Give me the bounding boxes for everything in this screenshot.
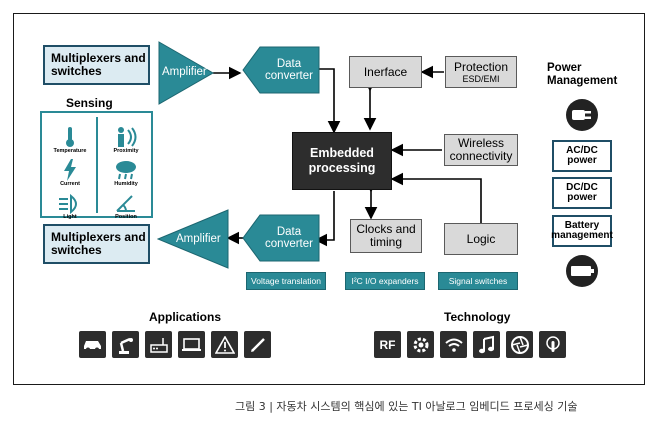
io-expanders-box: I²C I/O expanders [345,272,425,290]
mux-switches-top: Multiplexers and switches [43,45,150,85]
sensing-divider [96,117,98,213]
amplifier-bottom-shape [157,209,229,269]
amplifier-top-shape [158,41,214,105]
data-converter-top-shape [242,46,320,94]
power-plug-icon [566,99,598,131]
clocks-timing-block: Clocks and timing [350,219,422,253]
wireless-block: Wireless connectivity [444,134,518,166]
laptop-icon [178,331,205,358]
amplifier-bottom-label: Amplifier [176,233,221,245]
voltage-translation-label: Voltage translation [251,276,321,286]
data-converter-bottom-shape [242,214,320,262]
sensor-humidity: Humidity [104,148,148,188]
data-converter-bottom-label: Data converter [265,226,313,250]
battery-management-label: Battery management [551,220,613,241]
robot-arm-icon [112,331,139,358]
rf-icon: RF [374,331,401,358]
sensor-current: Current [48,148,92,188]
sensor-position: Position [104,181,148,221]
embedded-processing-label: Embedded processing [308,146,376,175]
ac-dc-power-label: AC/DC power [566,145,598,166]
mux-switches-top-label: Multiplexers and switches [51,51,146,78]
signal-switches-label: Signal switches [448,276,508,286]
mux-switches-bottom: Multiplexers and switches [43,224,150,264]
lightning-icon [64,159,76,181]
interface-block: Inerface [349,56,422,88]
applications-title: Applications [149,310,222,324]
dc-dc-power-block: DC/DC power [552,177,612,209]
amplifier-top-label: Amplifier [162,66,207,78]
sensor-label-proximity: Proximity [113,148,139,154]
data-converter-top-label: Data converter [265,58,313,82]
car-icon [79,331,106,358]
mux-switches-bottom-label: Multiplexers and switches [51,230,146,257]
dc-dc-power-label: DC/DC power [566,182,598,203]
sensor-label-light: Light [63,214,77,220]
sensor-label-temperature: Temperature [53,148,87,154]
wireless-label: Wireless connectivity [449,136,513,163]
aperture-icon [506,331,533,358]
wifi-icon [440,331,467,358]
sensor-temperature: Temperature [48,115,92,155]
cloud-rain-icon [116,161,136,180]
router-icon [145,331,172,358]
sensor-light: Light [48,181,92,221]
protection-label: Protection [453,59,509,74]
sensor-proximity: Proximity [104,115,148,155]
proximity-icon [118,127,137,147]
diagram-frame: Multiplexers and switches Sensing Temper… [13,13,645,385]
logic-block: Logic [444,223,518,255]
headlight-icon [59,194,77,214]
interface-label: Inerface [363,64,408,79]
music-icon [473,331,500,358]
thermometer-icon [66,127,74,147]
voltage-translation-box: Voltage translation [246,272,326,290]
technology-title: Technology [444,310,511,324]
protection-sublabel: ESD/EMI [462,73,500,84]
warning-icon [211,331,238,358]
rf-label: RF [379,337,396,352]
sensor-label-current: Current [60,181,80,187]
clocks-timing-label: Clocks and timing [356,222,416,249]
logic-label: Logic [466,231,496,246]
io-expanders-label: I²C I/O expanders [351,276,419,286]
protection-block: Protection ESD/EMI [445,56,517,88]
touch-icon [539,331,566,358]
sensor-label-position: Position [115,214,137,220]
battery-icon [566,255,598,287]
ac-dc-power-block: AC/DC power [552,140,612,172]
gear-icon [407,331,434,358]
sensing-panel: Temperature Proximity Current [40,111,153,221]
sensing-title: Sensing [66,96,113,110]
pen-icon [244,331,271,358]
battery-management-block: Battery management [551,215,613,247]
sensor-label-humidity: Humidity [114,181,138,187]
connector-lines [213,65,482,247]
position-icon [116,195,135,212]
figure-caption: 그림 3 | 자동차 시스템의 핵심에 있는 TI 아날로그 임베디드 프로세싱… [235,400,578,413]
embedded-processing-block: Embedded processing [292,132,392,190]
power-management-title: Power Management [547,62,618,87]
signal-switches-box: Signal switches [438,272,518,290]
